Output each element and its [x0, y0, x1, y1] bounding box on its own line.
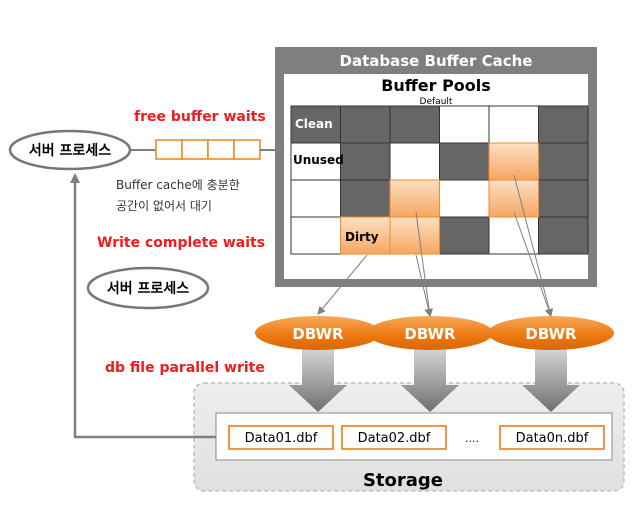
buffer-cell [389, 179, 440, 218]
buffer-cell [290, 179, 341, 218]
note-line-1: Buffer cache에 충분한 [116, 178, 240, 192]
queue-slot [181, 139, 209, 160]
dirty-buffer-cell [340, 216, 391, 255]
buffer-cell [439, 105, 490, 144]
storage-label: Storage [363, 470, 443, 491]
dbwr-2 [367, 316, 493, 350]
queue-slot [233, 139, 261, 160]
buffer-cell [340, 142, 391, 181]
dirty-to-dbwr-3-arrow-a [513, 211, 553, 317]
datafile-1-label: Data01.dbf [245, 431, 318, 446]
server-process-top [8, 129, 132, 171]
dirty-label: Dirty [345, 230, 379, 244]
buffer-cell [538, 105, 589, 144]
buffer-pools-subtitle: Default [420, 97, 453, 107]
buffer-grid [290, 105, 589, 255]
datafile-n-label: Data0n.dbf [516, 431, 589, 446]
write-arrows [289, 346, 580, 412]
dirty-to-dbwr-3-arrow-b [513, 174, 554, 317]
buffer-cell [439, 216, 490, 255]
buffer-cell [488, 216, 539, 255]
server-process-bottom-label: 서버 프로세스 [107, 280, 189, 297]
buffer-pools-title: Buffer Pools [381, 76, 491, 95]
dbwr-3-label: DBWR [525, 325, 577, 343]
buffer-cell [389, 105, 440, 144]
buffer-cell [439, 179, 490, 218]
buffer-cell [538, 179, 589, 218]
dirty-to-dbwr-arrows [317, 174, 554, 317]
unused-label: Unused [293, 153, 344, 167]
queue-slot [207, 139, 235, 160]
server-process-bottom [86, 266, 210, 310]
cache-title: Database Buffer Cache [340, 52, 533, 70]
buffer-cell [488, 105, 539, 144]
dbwr-1 [255, 316, 381, 350]
db-file-parallel-write-label: db file parallel write [105, 360, 265, 376]
buffer-cell [488, 142, 539, 181]
write-arrow-2 [401, 346, 459, 412]
buffer-cell [538, 142, 589, 181]
note-line-2: 공간이 없어서 대기 [116, 199, 212, 213]
server-process-top-label: 서버 프로세스 [29, 142, 111, 159]
return-arrow [70, 173, 216, 439]
datafile-2-label: Data02.dbf [358, 431, 431, 446]
wait-queue [131, 139, 285, 160]
datafile-box-1 [228, 425, 334, 450]
clean-label: Clean [295, 117, 333, 131]
dirty-to-dbwr-2-arrow-a [415, 254, 433, 317]
buffer-cell [389, 216, 440, 255]
dirty-buffer-outline [389, 216, 440, 255]
buffer-cell [538, 216, 589, 255]
datafile-ellipsis: .... [465, 432, 479, 445]
datafile-box-n [499, 425, 605, 450]
buffer-cell [439, 142, 490, 181]
buffer-cell [488, 179, 539, 218]
write-arrow-3 [522, 346, 580, 412]
buffer-cell [340, 179, 391, 218]
write-arrow-1 [289, 346, 347, 412]
free-buffer-waits-label: free buffer waits [134, 109, 266, 125]
datafile-box-2 [341, 425, 447, 450]
dbwr-2-label: DBWR [404, 325, 456, 343]
buffer-cell [340, 105, 391, 144]
dbwr-1-label: DBWR [292, 325, 344, 343]
buffer-cell [389, 142, 440, 181]
queue-slot [155, 139, 183, 160]
dirty-to-dbwr-2-arrow-b [415, 211, 434, 317]
dirty-buffer-outline [488, 179, 539, 218]
write-complete-waits-label: Write complete waits [97, 235, 265, 251]
dbwr-3 [488, 316, 614, 350]
dirty-to-dbwr-1-arrow [317, 254, 368, 315]
buffer-cell [290, 216, 341, 255]
